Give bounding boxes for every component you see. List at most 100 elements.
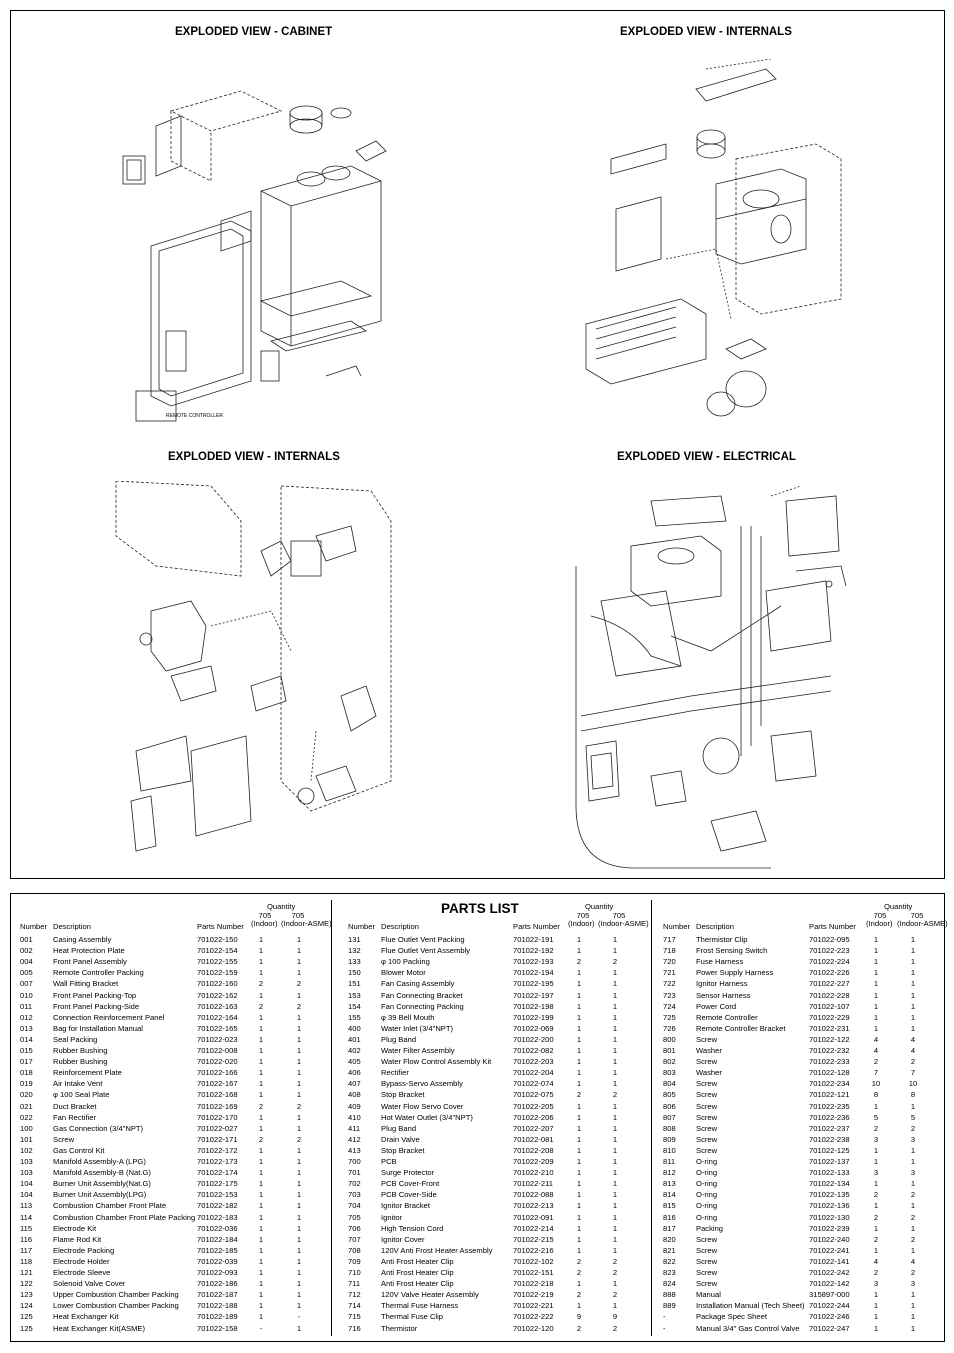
q2-model-header: 705 [291,911,305,920]
cabinet-exploded-diagram: REMOTE CONTROLLER [122,90,387,422]
quantity-header: Quantity [267,902,296,911]
part-number: 701022-120 [513,1323,554,1333]
part-description: Anti Frost Heater Clip [381,1268,454,1277]
quantity-705-indoor: 1 [873,1001,879,1011]
part-item-number: 806 [663,1101,676,1111]
part-number: 701022-074 [513,1079,554,1089]
part-number: 701022-198 [513,1001,554,1011]
quantity-705-indoor-asme: 2 [612,1290,618,1300]
quantity-705-indoor: 1 [258,1090,264,1100]
quantity-705-indoor-asme: 2 [296,979,302,989]
quantity-705-indoor: 1 [873,1201,879,1211]
part-number: 701022-158 [197,1323,238,1333]
quantity-705-indoor: 1 [258,1168,264,1178]
part-item-number: 117 [20,1245,33,1255]
quantity-705-indoor-asme: 1 [910,1301,916,1311]
part-item-number: 123 [20,1290,33,1300]
part-description: Thermal Fuse Clip [381,1312,444,1322]
part-number: 701022-199 [513,1012,554,1022]
part-description: Water Filter Assembly [381,1046,455,1055]
quantity-705-indoor: 1 [873,1012,879,1022]
quantity-705-indoor: 1 [258,1256,264,1266]
quantity-705-indoor: 1 [258,1290,264,1300]
part-description: Water Flow Control Assembly Kit [381,1057,492,1067]
quantity-705-indoor-asme: 1 [296,1290,302,1300]
part-item-number: 018 [20,1068,33,1078]
quantity-705-indoor-asme: 1 [296,1168,302,1178]
quantity-705-indoor: 5 [873,1112,879,1122]
part-item-number: 813 [663,1179,676,1189]
part-description: Gas Connection (3/4"NPT) [53,1123,144,1133]
part-number: 701022-107 [809,1001,850,1011]
quantity-705-indoor-asme: 1 [612,935,618,944]
part-item-number: 400 [348,1023,361,1033]
part-number: 701022-234 [809,1079,850,1089]
quantity-705-indoor: 1 [258,935,264,944]
part-description: O-ring [696,1179,718,1189]
quantity-705-indoor-asme: 8 [910,1090,916,1100]
quantity-705-indoor: 1 [576,1190,582,1200]
quantity-705-indoor: 1 [576,1012,582,1022]
part-number: 701022-175 [197,1179,238,1189]
description-header: Description [696,922,734,931]
quantity-705-indoor-asme: 1 [910,979,916,989]
part-description: Stop Bracket [381,1090,425,1100]
quantity-705-indoor: 1 [258,1279,264,1289]
part-number: 701022-221 [513,1301,554,1311]
part-item-number: 001 [20,935,33,944]
part-number: 701022-188 [197,1301,238,1311]
quantity-705-indoor-asme: 1 [612,1212,618,1222]
part-item-number: 804 [663,1079,676,1089]
part-description: Washer [696,1068,722,1078]
part-number: 701022-239 [809,1223,850,1233]
part-number: 701022-229 [809,1012,850,1022]
part-number: 701022-187 [197,1290,238,1300]
part-item-number: 716 [348,1323,361,1333]
quantity-705-indoor: 1 [258,1201,264,1211]
parts-number-header: Parts Number [809,922,856,931]
quantity-705-indoor: 1 [576,1057,582,1067]
quantity-705-indoor: 1 [873,990,879,1000]
quantity-705-indoor: 7 [873,1068,879,1078]
part-description: Packing [696,1223,724,1233]
part-number: 701022-214 [513,1223,554,1233]
part-item-number: 409 [348,1101,361,1111]
part-number: 701022-213 [513,1201,554,1211]
part-item-number: 413 [348,1145,361,1155]
quantity-705-indoor-asme: 1 [612,1134,618,1144]
quantity-705-indoor: 3 [873,1134,879,1144]
quantity-705-indoor-asme: 1 [296,1234,302,1244]
part-description: Screw [696,1101,718,1111]
part-item-number: 017 [20,1057,33,1067]
quantity-705-indoor: 1 [873,1301,879,1311]
part-item-number: 115 [20,1223,33,1233]
part-item-number: 002 [20,946,33,956]
quantity-705-indoor: 1 [258,1212,264,1222]
part-item-number: 007 [20,979,33,989]
internals-bottom-view-title: EXPLODED VIEW - INTERNALS [168,451,340,463]
part-description: Screw [696,1268,718,1277]
part-number: 701022-184 [197,1234,238,1244]
quantity-705-indoor: 1 [873,1312,879,1322]
q1-model-header: 705 [258,911,272,920]
quantity-705-indoor-asme: 1 [612,1179,618,1189]
quantity-705-indoor: 9 [576,1312,582,1322]
part-number: 701022-027 [197,1123,238,1133]
part-number: 701022-169 [197,1101,238,1111]
part-number: 701022-228 [809,990,850,1000]
electrical-view-title: EXPLODED VIEW - ELECTRICAL [617,451,796,463]
part-description: PCB Cover-Side [381,1190,437,1200]
part-item-number: 823 [663,1268,676,1277]
quantity-705-indoor: - [259,1323,263,1333]
part-number: 701022-162 [197,990,238,1000]
part-item-number: 822 [663,1256,676,1266]
part-description: Reinforcement Plate [53,1068,122,1078]
quantity-705-indoor: 1 [258,957,264,967]
part-description: Connection Reinforcement Panel [53,1012,165,1022]
quantity-705-indoor: 1 [576,1134,582,1144]
quantity-705-indoor: 1 [576,1201,582,1211]
part-number: 701022-163 [197,1001,238,1011]
part-number: 701022-172 [197,1145,238,1155]
part-item-number: 102 [20,1145,33,1155]
quantity-705-indoor: 1 [258,1157,264,1166]
